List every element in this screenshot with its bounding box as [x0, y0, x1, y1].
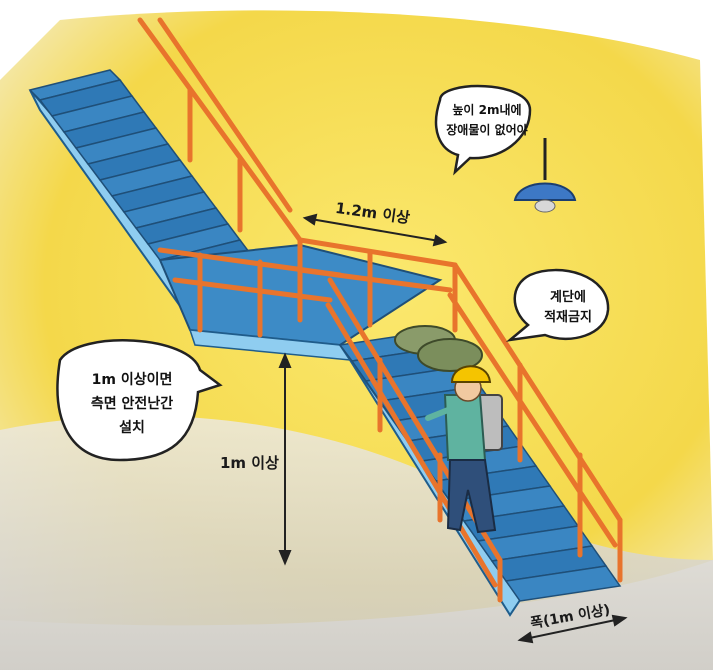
stairs-bubble-text: 계단에 적재금지	[528, 288, 608, 328]
height-marker-label: 1m 이상	[220, 456, 279, 471]
side-bubble-line1: 1m 이상이면	[62, 368, 202, 392]
side-bubble-line2: 측면 안전난간	[62, 392, 202, 416]
worker-body	[445, 395, 485, 460]
lamp-bubble-line2: 장애물이 없어야	[442, 120, 532, 140]
stairs-bubble-line1: 계단에	[528, 288, 608, 308]
lamp-bubble-text: 높이 2m내에 장애물이 없어야	[442, 100, 532, 140]
lamp-bubble-line1: 높이 2m내에	[442, 100, 532, 120]
side-bubble-line3: 설치	[62, 416, 202, 440]
stairs-bubble-line2: 적재금지	[528, 308, 608, 328]
side-bubble-text: 1m 이상이면 측면 안전난간 설치	[62, 368, 202, 440]
